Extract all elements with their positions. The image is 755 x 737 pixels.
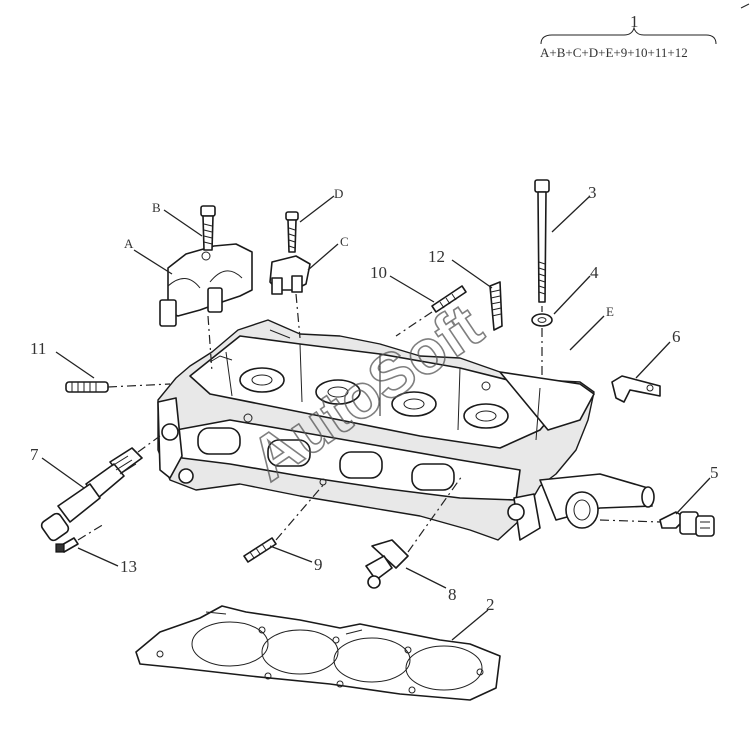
callout-3: 3 <box>588 183 597 202</box>
head-gasket <box>135 605 501 701</box>
callout-a: A <box>124 236 134 251</box>
callout-11: 11 <box>30 339 46 358</box>
leader-lines <box>41 195 711 641</box>
callout-5: 5 <box>710 463 719 482</box>
bolt-d <box>285 211 299 253</box>
callout-6: 6 <box>672 327 681 346</box>
callout-2: 2 <box>486 595 495 614</box>
callout-c: C <box>340 234 349 249</box>
callout-4: 4 <box>590 263 599 282</box>
stud-11 <box>65 381 109 393</box>
bracket-6 <box>611 375 661 403</box>
stud-9 <box>243 537 277 563</box>
cam-cap-c <box>269 255 311 295</box>
camshaft-sensor-8 <box>365 539 409 589</box>
assembly-number: 1 <box>630 12 639 31</box>
callout-labels: A B C D E 2 3 4 5 6 7 8 9 10 11 12 13 <box>30 183 719 614</box>
assembly-bracket <box>540 26 717 45</box>
callout-b: B <box>152 200 161 215</box>
oil-control-valve-7 <box>40 447 143 542</box>
callout-12: 12 <box>428 247 445 266</box>
assembly-formula: A+B+C+D+E+9+10+11+12 <box>540 45 688 60</box>
callout-e: E <box>606 304 614 319</box>
assembly-lines <box>77 293 661 553</box>
callout-10: 10 <box>370 263 387 282</box>
cylinder-head <box>157 319 655 541</box>
callout-d: D <box>334 186 343 201</box>
stud-10 <box>431 285 467 313</box>
bolt-13 <box>55 537 79 553</box>
washer-4 <box>531 313 553 327</box>
bolt-b <box>200 205 216 251</box>
head-bolt-3 <box>534 179 550 303</box>
callout-7: 7 <box>30 445 39 464</box>
callout-8: 8 <box>448 585 457 604</box>
callout-13: 13 <box>120 557 137 576</box>
stud-12 <box>489 281 503 331</box>
coolant-sensor-5 <box>659 511 715 537</box>
callout-9: 9 <box>314 555 323 574</box>
corner-mark <box>740 3 750 9</box>
cam-cap-a <box>159 243 253 327</box>
assembly-header: 1 A+B+C+D+E+9+10+11+12 <box>540 12 717 60</box>
